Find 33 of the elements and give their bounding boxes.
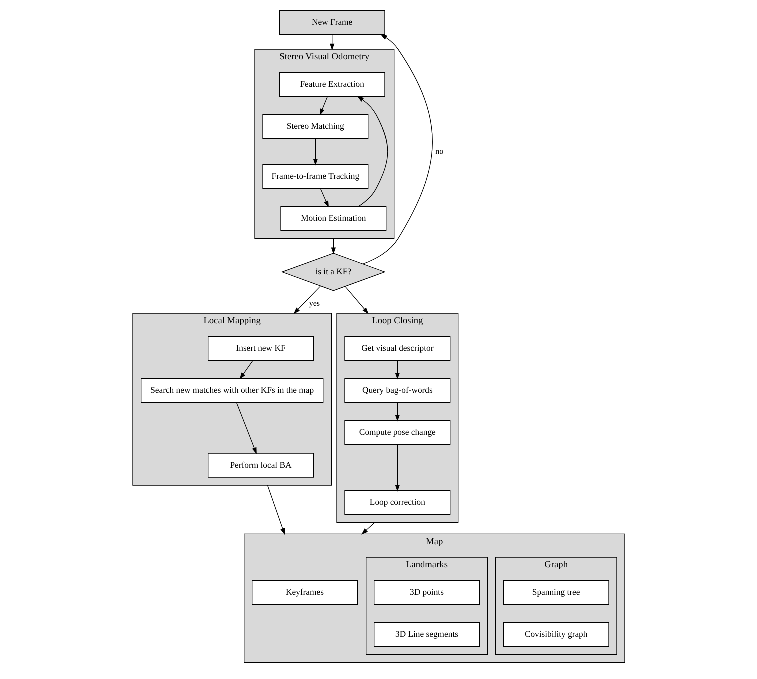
arrow [344, 286, 368, 314]
node-box: Keyframes [252, 580, 358, 606]
node-box: Get visual descriptor [344, 336, 450, 362]
node-box: Feature Extraction [278, 72, 385, 98]
arrow [266, 485, 285, 536]
node-box: Loop correction [344, 490, 450, 516]
node-box: 3D Line segments [374, 622, 480, 648]
arrow [361, 522, 375, 535]
node-box: Spanning tree [502, 580, 609, 606]
arrow [236, 402, 256, 454]
node-box: Compute pose change [344, 420, 450, 446]
node-box: Search new matches with other KFs in the map [140, 378, 324, 404]
arrow [394, 360, 400, 380]
node-box: 3D points [374, 580, 480, 606]
arrow [312, 138, 318, 166]
node-box: Frame-to-frame Tracking [262, 164, 368, 190]
arrow [394, 444, 400, 492]
node-box: Insert new KF [208, 336, 314, 362]
node-box: Perform local BA [208, 453, 314, 478]
arrow [330, 238, 336, 254]
arrow [293, 286, 320, 314]
node-box: Covisibility graph [502, 622, 609, 648]
arrow [320, 188, 329, 208]
arrow [239, 360, 253, 380]
node-box: Query bag-of-words [344, 378, 450, 404]
node-box: New Frame [278, 10, 385, 36]
node-box: Motion Estimation [280, 206, 386, 232]
arrow [394, 402, 400, 422]
arrow [319, 96, 328, 116]
node-diamond: is it a KF? [280, 253, 386, 292]
node-box: Stereo Matching [262, 114, 368, 140]
arrow [362, 34, 432, 265]
arrow [330, 34, 334, 50]
